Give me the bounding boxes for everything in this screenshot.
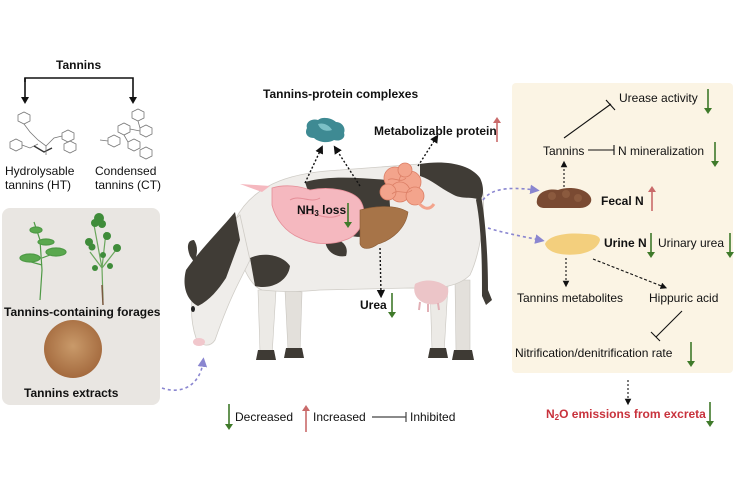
trend-arrows <box>344 89 734 427</box>
urine-flow-arrow <box>487 227 545 244</box>
n2o-subscript: 2 <box>554 413 560 422</box>
nitrification-rate-label: Nitrification/denitrification rate <box>515 346 673 360</box>
urine-n-trend-icon <box>647 233 655 258</box>
tannin-extract-powder-icon <box>44 320 102 378</box>
forages-label: Tannins-containing forages <box>4 305 161 319</box>
nh3-loss-label: NH3 loss <box>297 203 347 218</box>
nh3-subscript: 3 <box>314 209 319 218</box>
urine-icon <box>545 233 600 255</box>
intake-flow-arrow <box>161 357 208 391</box>
legend-inhibited-label: Inhibited <box>410 410 456 424</box>
excreta-effects-panel <box>512 83 733 373</box>
feces-icon <box>536 188 592 208</box>
clover-plant-icon <box>85 213 121 306</box>
legend-glyphs <box>225 404 407 432</box>
cow-illustration <box>184 162 492 360</box>
nh3-main: NH <box>297 203 315 217</box>
right-tannins-label: Tannins <box>543 144 585 158</box>
hippuric-acid-label: Hippuric acid <box>649 291 719 305</box>
urea-label: Urea <box>360 298 387 312</box>
hydrolysable-tannin-molecule-icon <box>9 111 77 155</box>
urease-activity-trend-icon <box>704 89 712 114</box>
ht-label-line1: Hydrolysable <box>5 164 75 178</box>
condensed-tannin-molecule-icon <box>99 108 153 160</box>
nh3-loss-trend-icon <box>344 203 352 228</box>
tannins-metabolites-label: Tannins metabolites <box>517 291 624 305</box>
tannins-title: Tannins <box>56 58 102 72</box>
n2o-emissions-trend-icon <box>706 402 714 427</box>
nitrification-trend-icon <box>687 342 695 367</box>
urea-trend-icon <box>388 293 396 318</box>
ct-label-line1: Condensed <box>95 164 157 178</box>
right-panel-connectors <box>560 99 683 406</box>
metabolizable-protein-label: Metabolizable protein <box>374 124 497 138</box>
tannin-protein-complexes-label: Tannins-protein complexes <box>263 87 419 101</box>
tannin-protein-complex-icon <box>305 117 345 143</box>
urine-n-label: Urine N <box>604 236 647 250</box>
ht-label-line2: tannins (HT) <box>5 178 72 192</box>
fecal-n-label: Fecal N <box>601 194 644 208</box>
tannins-split-bracket <box>21 77 137 104</box>
urinary-urea-label: Urinary urea <box>658 236 725 250</box>
metabolizable-protein-trend-icon <box>493 117 501 142</box>
n-mineralization-label: N mineralization <box>618 144 705 158</box>
urease-activity-label: Urease activity <box>619 91 698 105</box>
vetch-plant-icon <box>19 221 67 301</box>
legend-decreased-label: Decreased <box>235 410 294 424</box>
legend-increased-label: Increased <box>313 410 366 424</box>
urinary-urea-trend-icon <box>726 233 734 258</box>
cow-dotted-arrows <box>304 134 439 299</box>
n2o-main: N <box>546 407 555 421</box>
n2o-emissions-label: N2O emissions from excreta <box>546 407 706 422</box>
feces-flow-arrow <box>482 184 540 201</box>
n2o-rest: O emissions from excreta <box>559 407 706 421</box>
extracts-label: Tannins extracts <box>24 386 119 400</box>
ct-label-line2: tannins (CT) <box>95 178 162 192</box>
fecal-n-trend-icon <box>648 186 656 211</box>
legend-inhibited-line-icon <box>372 412 407 422</box>
n-mineralization-trend-icon <box>711 142 719 167</box>
nh3-rest: loss <box>318 203 347 217</box>
